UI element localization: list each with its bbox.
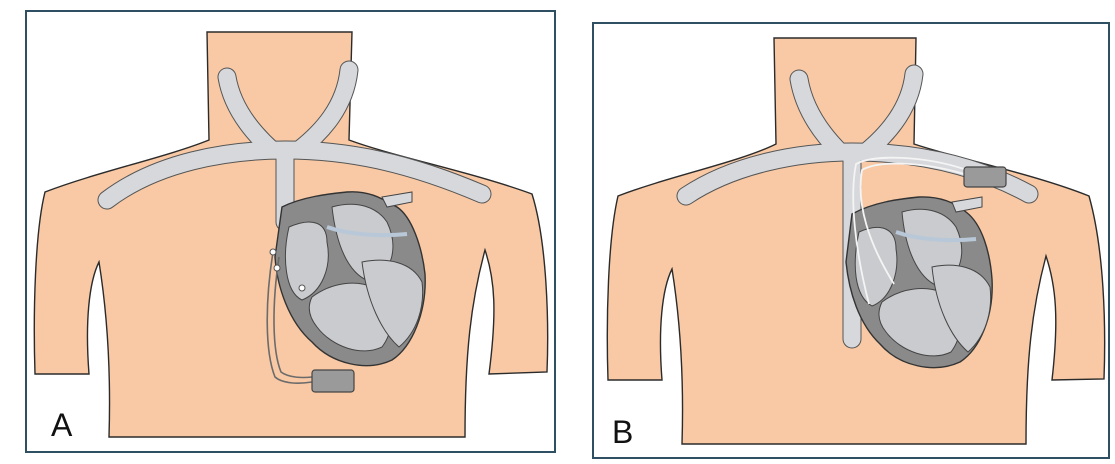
electrode-tip [299,285,305,291]
panel-a: A [25,10,556,453]
electrode-tip [270,249,276,255]
pacemaker-device [964,167,1006,187]
torso-illustration-a [27,12,556,453]
panel-label: B [612,416,633,448]
torso-illustration-b [594,24,1110,459]
panel-label: A [51,409,72,441]
electrode-tip [274,265,280,271]
pacemaker-device [312,370,354,392]
panel-b: B [592,22,1110,459]
